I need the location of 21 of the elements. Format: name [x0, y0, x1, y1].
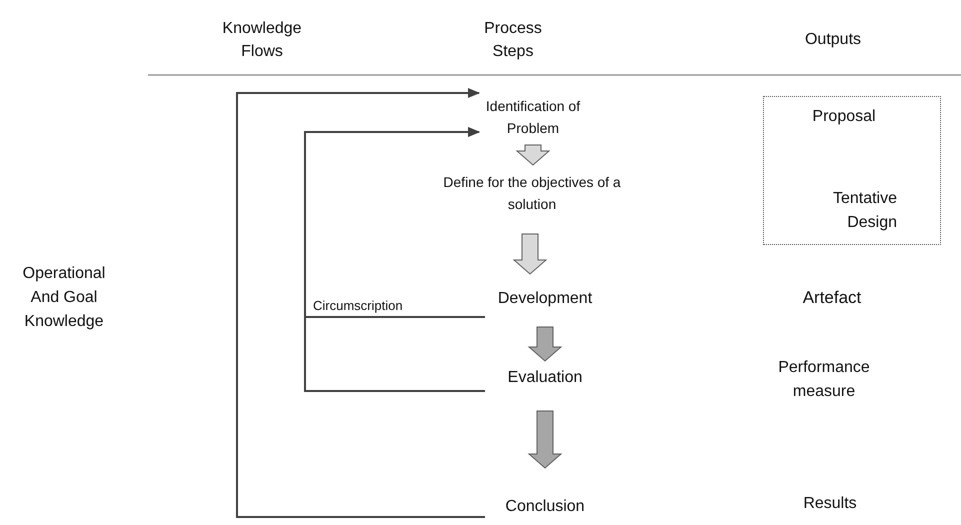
step-text: Define for the objectives of a solution [442, 173, 622, 214]
block-arrow [528, 326, 562, 362]
block-arrow [512, 234, 548, 275]
step-text: Development [498, 289, 592, 309]
step-text: Evaluation [508, 368, 582, 388]
label-text: Operational And Goal Knowledge [22, 264, 106, 332]
output-text: Proposal [811, 107, 877, 127]
column-header: Knowledge Flows [221, 19, 303, 62]
label-text: Artefact [802, 287, 862, 309]
column-header: Process Steps [483, 19, 543, 62]
connector-arrow [304, 127, 485, 392]
step-text: Identification of Problem [484, 97, 582, 138]
output-text: Tentative Design [832, 189, 897, 233]
block-arrow [528, 410, 562, 469]
step-text: Conclusion [505, 497, 585, 517]
block-arrow [516, 144, 550, 166]
label-text: Results [802, 494, 858, 514]
connector-arrow [236, 88, 485, 518]
label-text: Performance measure [777, 358, 871, 402]
column-header: Outputs [804, 30, 862, 50]
output-group-box [763, 96, 941, 245]
